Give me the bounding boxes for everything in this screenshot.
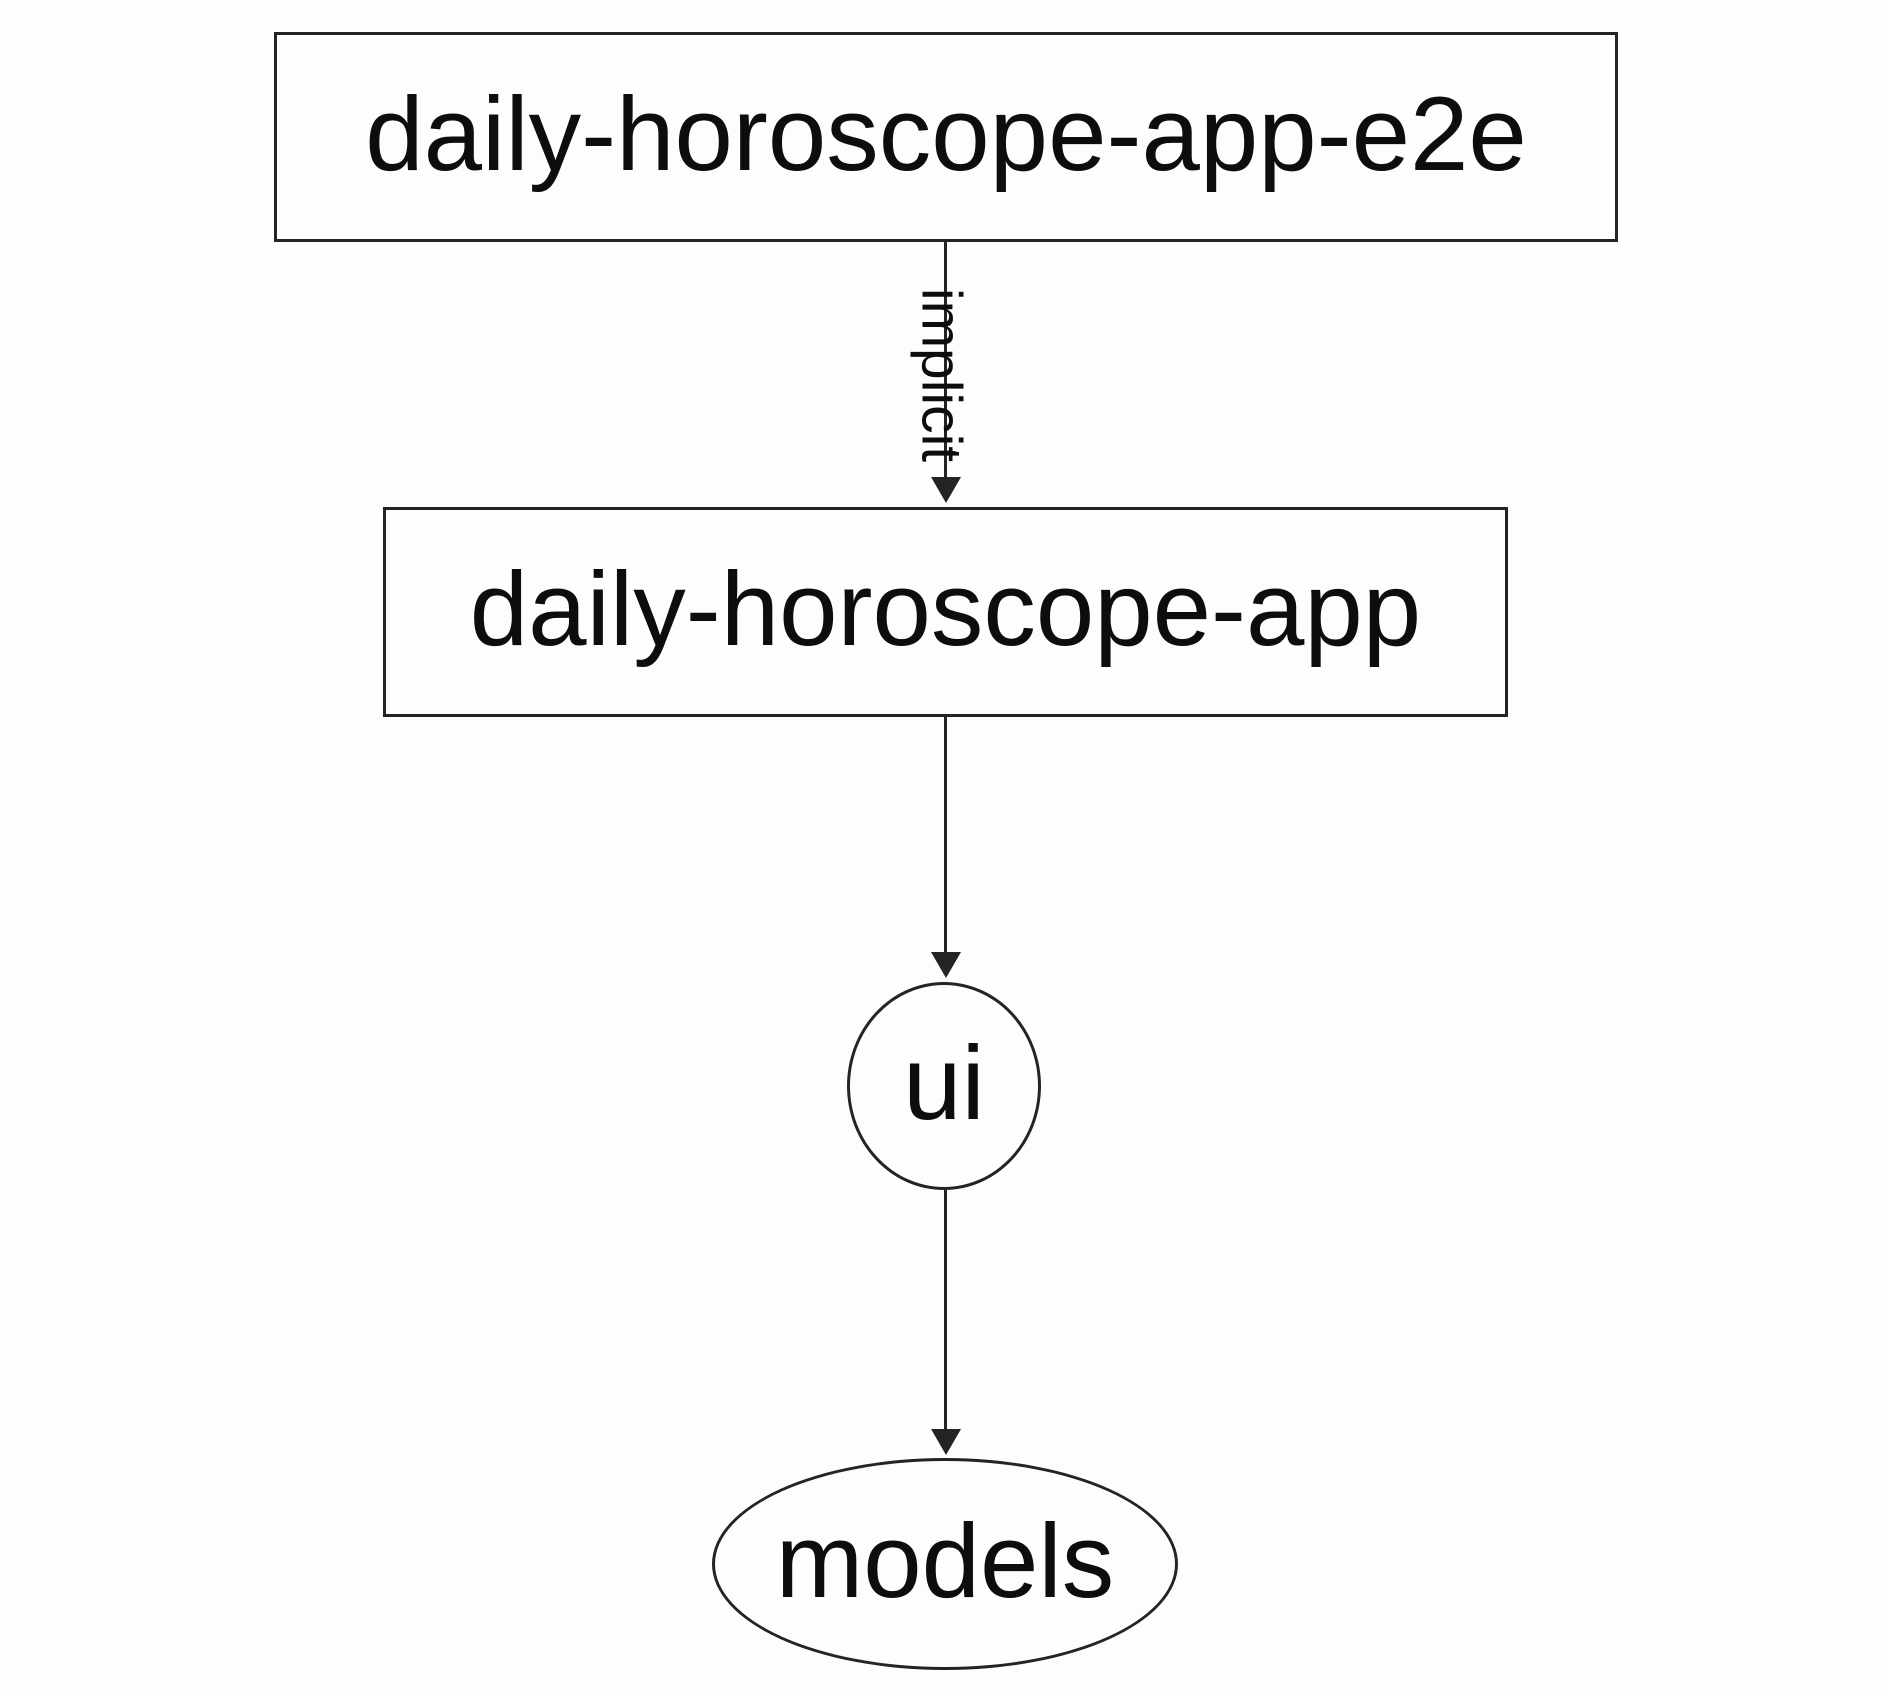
node-daily-horoscope-app[interactable]: daily-horoscope-app [383,507,1508,717]
node-label-daily-horoscope-app-e2e: daily-horoscope-app-e2e [365,75,1527,193]
edge-app-to-ui-arrowhead-icon [930,952,961,978]
edge-e2e-to-app-implicit-label: implicit [909,287,974,463]
edge-e2e-to-app-arrowhead-icon [930,477,961,503]
edge-ui-to-models-arrowhead-icon [930,1429,961,1455]
node-label-models: models [775,1502,1115,1620]
node-models[interactable]: models [712,1458,1178,1670]
node-label-ui: ui [903,1024,985,1142]
node-ui[interactable]: ui [847,982,1041,1190]
node-daily-horoscope-app-e2e[interactable]: daily-horoscope-app-e2e [274,32,1618,242]
edge-e2e-to-app-line [943,242,948,478]
node-label-daily-horoscope-app: daily-horoscope-app [469,550,1422,668]
edge-app-to-ui-line [943,717,948,952]
edge-ui-to-models-line [943,1190,948,1429]
